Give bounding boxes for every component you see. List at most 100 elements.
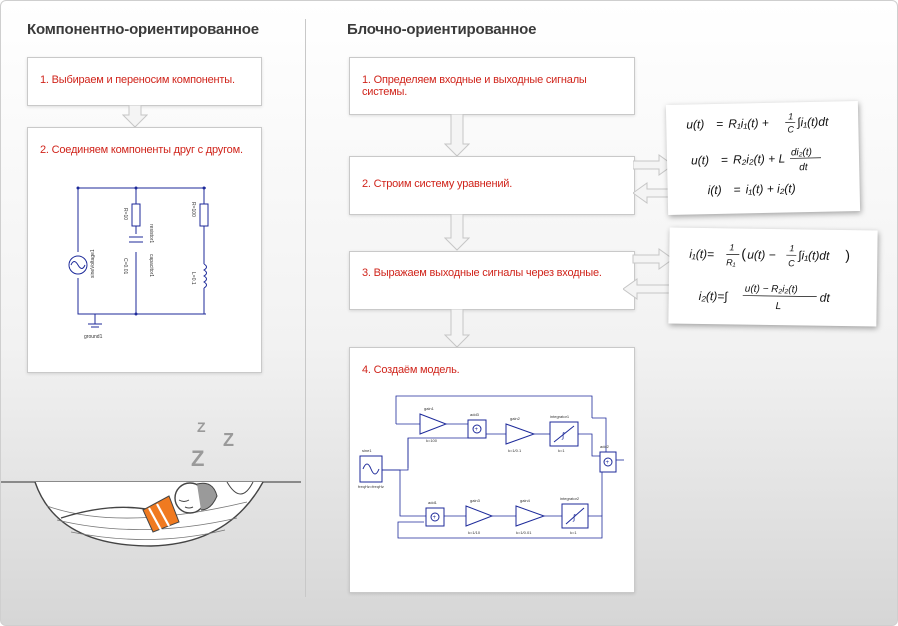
down-arrow-icon — [444, 114, 470, 157]
integrator1-param: k=1 — [558, 448, 565, 453]
right-step2-box: 2. Строим систему уравнений. — [349, 156, 635, 215]
add3-name: add3 — [470, 412, 480, 417]
right-step4-box: 4. Создаём модель. — [349, 347, 635, 593]
zzz-large: Z — [191, 446, 204, 471]
eq2-line2-tail: dt — [820, 291, 831, 305]
eq1-line3-lhs: i(t) — [708, 183, 722, 197]
gain2-icon — [505, 423, 536, 445]
svg-text:+: + — [475, 427, 479, 433]
legs — [60, 506, 152, 519]
eq2-line1-tail: ∫i₁(t)dt — [797, 248, 830, 262]
column-divider — [305, 19, 306, 597]
right-arrow-icon — [633, 154, 674, 176]
integrator2-param: k=1 — [570, 530, 577, 535]
add2-name: add2 — [600, 444, 610, 449]
right-step4-text: 4. Создаём модель. — [362, 364, 460, 376]
ground-label: ground1 — [84, 334, 103, 340]
sine-name: sine1 — [362, 448, 372, 453]
eq2-line1-frac2-den: C — [788, 258, 795, 268]
integrator2-icon: ∫ — [561, 503, 589, 529]
eq1-line1-rhs: R₁i₁(t) + — [728, 116, 769, 131]
svg-text:∫: ∫ — [561, 431, 565, 440]
integrator1-icon: ∫ — [549, 421, 579, 447]
gain3-name: gain3 — [470, 498, 481, 503]
left-step2-text: 2. Соединяем компоненты друг с другом. — [40, 144, 243, 156]
svg-text:(: ( — [741, 246, 746, 262]
svg-text:=: = — [734, 182, 741, 196]
eq2-line2-lhs: i₂(t)=∫ — [699, 289, 729, 303]
ground-icon — [88, 323, 102, 328]
left-step2-box: 2. Соединяем компоненты друг с другом. — [27, 127, 262, 373]
resistor1-name: resistor1 — [148, 224, 154, 243]
hair-icon — [196, 482, 218, 511]
resistor2-value: R=100 — [190, 202, 196, 217]
eq2-line1-lhs: i₁(t)= — [689, 247, 714, 261]
add1-name: add1 — [428, 500, 438, 505]
down-arrow-icon — [122, 105, 148, 128]
eq1-line2-frac-num: di₂(t) — [791, 147, 812, 158]
gain4-icon — [515, 505, 546, 527]
sine-voltage-icon — [68, 255, 88, 275]
resistor2-name: resistor2 — [216, 200, 218, 219]
integrator2-name: integrator2 — [560, 496, 580, 501]
sine-source-icon — [359, 455, 383, 483]
sine-param: freqHz=freqHz — [358, 484, 384, 489]
capacitor1-icon — [129, 236, 143, 243]
gain2-name: gain2 — [510, 416, 521, 421]
eq1-line1-lhs: u(t) — [686, 117, 704, 131]
add1-icon: + — [425, 507, 445, 527]
eq2-line2-frac-num: u(t) − R₂i₂(t) — [745, 284, 798, 296]
add2-icon: + — [599, 451, 617, 473]
inductor1-icon — [203, 263, 207, 289]
right-title: Блочно-ориентированное — [347, 21, 537, 38]
resistor1-icon — [131, 203, 141, 227]
svg-text:+: + — [606, 460, 610, 466]
gain3-param: k=1/10 — [468, 530, 481, 535]
zzz-medium: Z — [223, 430, 234, 450]
down-arrow-icon — [444, 309, 470, 348]
eq2-line1-mid: u(t) − — [747, 248, 776, 262]
svg-text:=: = — [721, 153, 728, 167]
gain4-param: k=1/0.01 — [516, 530, 532, 535]
resistor2-icon — [199, 203, 209, 227]
eq1-line2-lhs: u(t) — [691, 153, 709, 167]
right-step2-text: 2. Строим систему уравнений. — [362, 178, 513, 190]
zzz-small: Z — [197, 419, 206, 435]
gain1-param: k=100 — [426, 438, 438, 443]
block-diagram: sine1 freqHz=freqHz gain1 k=100 + add3 g… — [358, 395, 624, 539]
side-arrows-2 — [623, 248, 674, 300]
gain1-name: gain1 — [424, 406, 435, 411]
side-arrows-1 — [633, 154, 674, 204]
left-step1-text: 1. Выбираем и переносим компоненты. — [40, 74, 235, 86]
left-title: Компонентно-ориентированное — [27, 21, 259, 38]
integrator1-name: integrator1 — [550, 414, 570, 419]
circuit-diagram: sineVoltage1 ground1 resistor1 R=10 capa… — [68, 186, 218, 340]
svg-text:=: = — [716, 117, 723, 131]
gain3-icon — [465, 505, 494, 527]
eq2-line1-frac-den: R₁ — [726, 257, 736, 267]
right-step3-box: 3. Выражаем выходные сигналы через входн… — [349, 251, 635, 310]
svg-text:+: + — [433, 515, 437, 521]
left-step1-box: 1. Выбираем и переносим компоненты. — [27, 57, 262, 106]
gain1-icon — [419, 413, 448, 435]
eq2-line2-frac-den: L — [776, 301, 782, 312]
hammock-illustration: Z Z Z — [1, 419, 301, 547]
eq2-line1-frac2-num: 1 — [789, 243, 794, 253]
equations-card-1: u(t) = R₁i₁(t) + 1 C ∫i₁(t)dt u(t) = R₂i… — [665, 101, 861, 215]
gain2-param: k=1/0.1 — [508, 448, 522, 453]
resistor1-value: R=10 — [122, 208, 128, 220]
capacitor-value: C=0.01 — [122, 258, 128, 274]
add3-icon: + — [467, 419, 487, 439]
eq2-line1-frac-num: 1 — [729, 242, 734, 252]
right-step1-box: 1. Определяем входные и выходные сигналы… — [349, 57, 635, 115]
eq1-line3-rhs: i₁(t) + i₂(t) — [746, 181, 796, 196]
right-arrow-icon — [632, 248, 674, 270]
left-arrow-icon — [623, 278, 674, 300]
capacitor-name: capacitor1 — [148, 254, 154, 277]
svg-text:): ) — [845, 247, 850, 263]
eq1-line1-frac-num: 1 — [788, 111, 793, 121]
svg-text:∫: ∫ — [572, 513, 576, 522]
eq1-line1-frac-den: C — [787, 124, 794, 134]
eq1-line2-frac-den: dt — [799, 162, 809, 173]
